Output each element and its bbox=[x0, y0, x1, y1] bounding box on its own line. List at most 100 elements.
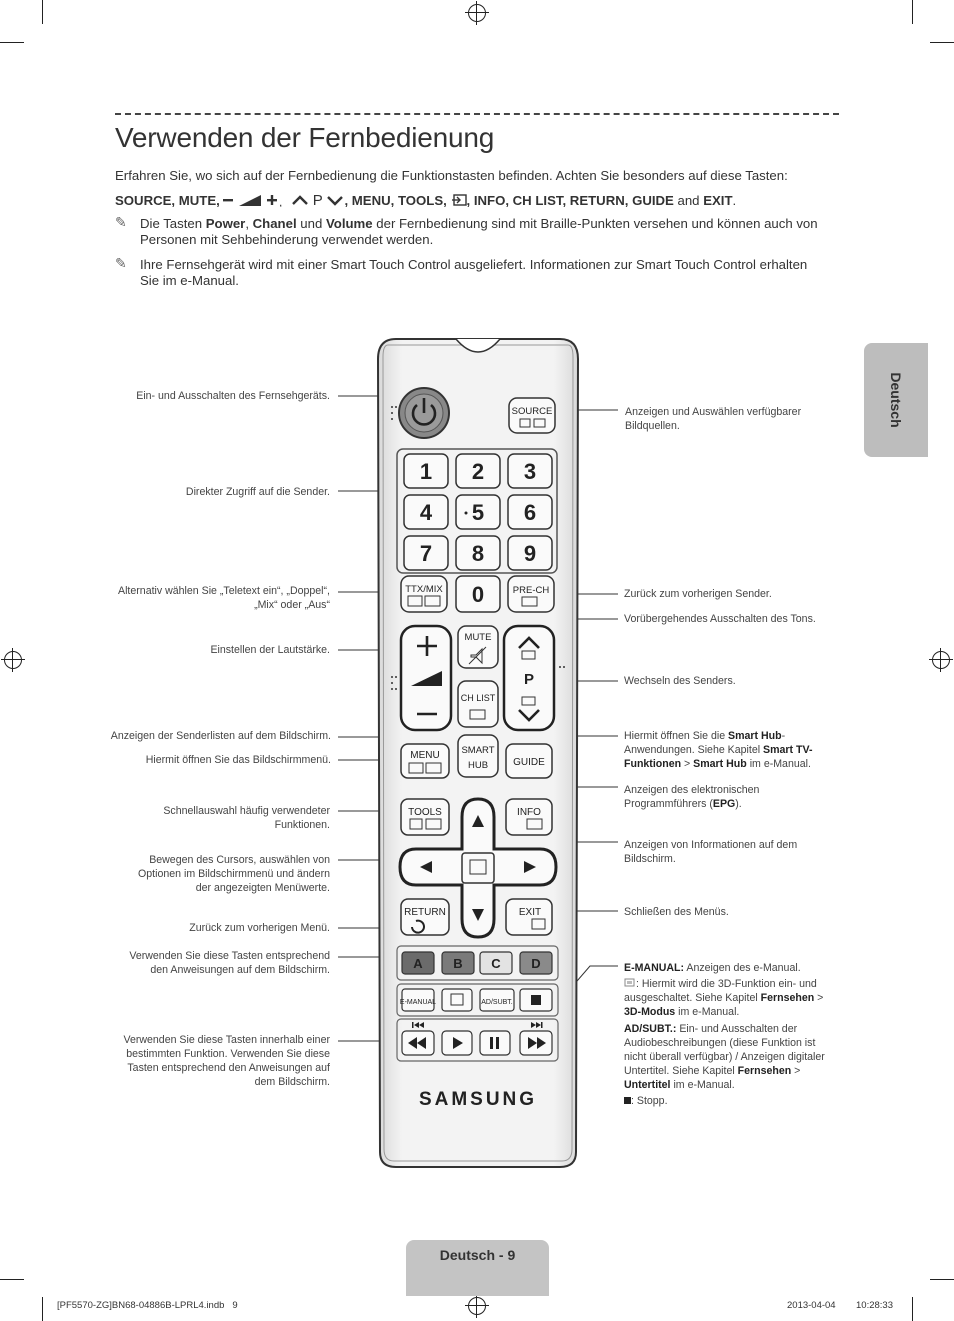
registration-mark-icon bbox=[465, 1, 489, 25]
page-number: Deutsch - 9 bbox=[439, 1247, 516, 1263]
digit-button-2[interactable]: 2 bbox=[455, 453, 501, 489]
annotation-power: Ein- und Ausschalten des Fernsehgeräts. bbox=[136, 390, 330, 402]
input-icon bbox=[451, 194, 467, 206]
svg-text:A: A bbox=[413, 956, 423, 971]
exit-label: EXIT bbox=[519, 907, 541, 918]
d-pad[interactable] bbox=[398, 797, 558, 939]
title-divider bbox=[115, 113, 839, 115]
digit-button-0[interactable]: 0 bbox=[455, 575, 501, 613]
3d-icon bbox=[450, 993, 464, 1006]
rewind-button[interactable] bbox=[401, 1030, 435, 1056]
channel-rocker[interactable]: P bbox=[502, 624, 556, 732]
play-button[interactable] bbox=[441, 1030, 473, 1056]
smart-label: SMART bbox=[461, 745, 494, 756]
prech-label: PRE-CH bbox=[513, 585, 550, 596]
page-title: Verwenden der Fernbedienung bbox=[115, 122, 495, 153]
registration-mark-icon bbox=[1, 648, 25, 672]
digit-button-7[interactable]: 7 bbox=[403, 535, 449, 571]
crop-mark bbox=[930, 1279, 954, 1280]
info-button[interactable]: INFO bbox=[505, 798, 553, 836]
annotation-mute: Vorübergehendes Ausschalten des Tons. bbox=[624, 613, 816, 625]
digit-button-5[interactable]: 5 bbox=[455, 494, 501, 530]
enter-button bbox=[461, 852, 495, 884]
pause-button[interactable] bbox=[479, 1030, 511, 1056]
digit-button-9[interactable]: 9 bbox=[507, 535, 553, 571]
guide-label: GUIDE bbox=[513, 757, 545, 768]
channel-up-icon bbox=[292, 195, 308, 205]
mute-icon bbox=[470, 647, 483, 665]
crop-mark bbox=[0, 1279, 24, 1280]
hub-label: HUB bbox=[468, 760, 488, 771]
channel-down-icon bbox=[327, 196, 344, 206]
annotation-chlist: Anzeigen der Senderlisten auf dem Bildsc… bbox=[110, 730, 331, 742]
smart-hub-button[interactable]: SMART HUB bbox=[457, 734, 499, 778]
annotation-prech: Zurück zum vorherigen Sender. bbox=[624, 588, 772, 600]
tools-label: TOOLS bbox=[408, 807, 442, 818]
intro-text: Erfahren Sie, wo sich auf der Fernbedien… bbox=[115, 168, 788, 183]
svg-text:B: B bbox=[453, 956, 462, 971]
fast-forward-button[interactable] bbox=[519, 1030, 553, 1056]
adsubt-label: AD/SUBT. bbox=[481, 999, 513, 1006]
guide-button[interactable]: GUIDE bbox=[505, 743, 553, 779]
svg-text:1: 1 bbox=[420, 459, 432, 484]
skip-back-icon bbox=[412, 1022, 424, 1028]
source-button[interactable]: SOURCE bbox=[508, 397, 556, 434]
crop-mark bbox=[42, 1297, 43, 1321]
svg-text:C: C bbox=[491, 956, 501, 971]
digit-button-4[interactable]: 4 bbox=[403, 494, 449, 530]
ad-subt-button[interactable]: AD/SUBT. bbox=[479, 988, 515, 1012]
mute-button[interactable]: MUTE bbox=[457, 625, 499, 669]
exit-button[interactable]: EXIT bbox=[505, 898, 553, 936]
digit-button-1[interactable]: 1 bbox=[403, 453, 449, 489]
annotation-source: Anzeigen und Auswählen verfügbarer Bildq… bbox=[625, 406, 802, 432]
ttx-mix-button[interactable]: TTX/MIX bbox=[400, 575, 448, 613]
skip-forward-icon bbox=[531, 1022, 543, 1028]
ttx-label: TTX/MIX bbox=[405, 584, 443, 595]
digit-button-6[interactable]: 6 bbox=[507, 494, 553, 530]
digit-button-3[interactable]: 3 bbox=[507, 453, 553, 489]
print-time: 10:28:33 bbox=[856, 1300, 893, 1311]
digit-button-8[interactable]: 8 bbox=[455, 535, 501, 571]
e-manual-button[interactable]: E-MANUAL bbox=[400, 988, 436, 1012]
svg-text:3: 3 bbox=[524, 459, 536, 484]
chlist-label: CH LIST bbox=[461, 693, 496, 703]
volume-rocker[interactable] bbox=[399, 624, 453, 732]
info-label: INFO bbox=[517, 807, 541, 818]
svg-text:0: 0 bbox=[472, 582, 484, 607]
print-date: 2013-04-04 bbox=[787, 1300, 836, 1311]
annotation-volume: Einstellen der Lautstärke. bbox=[210, 644, 330, 656]
language-tab bbox=[864, 343, 928, 457]
arrow-right-icon bbox=[524, 861, 536, 873]
mute-label: MUTE bbox=[465, 632, 492, 643]
power-button[interactable] bbox=[398, 387, 450, 439]
ch-list-button[interactable]: CH LIST bbox=[457, 680, 499, 728]
key-end: . bbox=[732, 193, 737, 208]
key-and: and bbox=[677, 193, 700, 208]
key-rest2: , INFO, CH LIST, RETURN, GUIDE bbox=[466, 193, 674, 208]
brand-logo: SAMSUNG bbox=[419, 1089, 537, 1110]
annotation-menu: Hiermit öffnen Sie das Bildschirmmenü. bbox=[145, 754, 331, 766]
color-key-a[interactable]: A bbox=[401, 951, 435, 975]
return-button[interactable]: RETURN bbox=[400, 898, 450, 936]
registration-mark-icon bbox=[465, 1294, 489, 1318]
svg-text:7: 7 bbox=[420, 541, 432, 566]
tools-button[interactable]: TOOLS bbox=[400, 798, 450, 836]
pre-ch-button[interactable]: PRE-CH bbox=[507, 575, 555, 613]
color-key-c[interactable]: C bbox=[479, 951, 513, 975]
menu-button[interactable]: MENU bbox=[400, 743, 450, 779]
key-list: SOURCE, MUTE, , P , MENU, TOOLS, , INFO,… bbox=[115, 193, 835, 210]
crop-mark bbox=[930, 42, 954, 43]
power-icon bbox=[411, 403, 437, 426]
3d-button[interactable] bbox=[441, 988, 473, 1012]
svg-text:5: 5 bbox=[472, 500, 484, 525]
channel-p-label: P bbox=[524, 671, 534, 688]
annotation-return: Zurück zum vorherigen Menü. bbox=[189, 922, 330, 934]
color-key-b[interactable]: B bbox=[441, 951, 475, 975]
stop-button[interactable] bbox=[519, 988, 553, 1012]
annotation-info: Anzeigen von Informationen auf dem Bilds… bbox=[624, 839, 798, 865]
svg-text:,: , bbox=[279, 195, 282, 207]
stop-icon bbox=[531, 995, 541, 1005]
emanual-label: E-MANUAL bbox=[400, 999, 436, 1006]
color-key-d[interactable]: D bbox=[519, 951, 553, 975]
registration-mark-icon bbox=[929, 648, 953, 672]
